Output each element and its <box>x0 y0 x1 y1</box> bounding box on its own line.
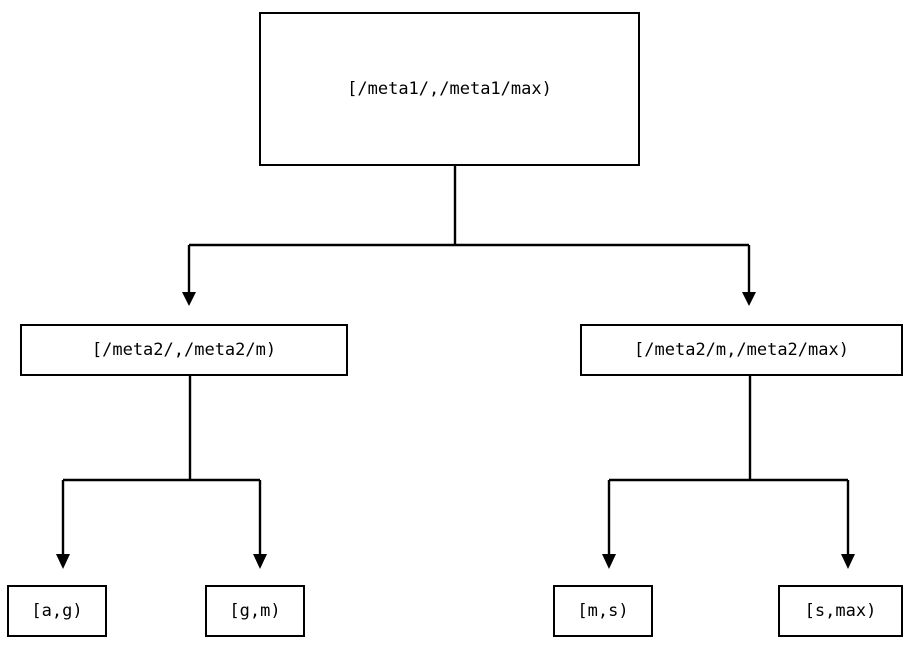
tree-node-leaf-s-max[interactable]: [s,max) <box>778 585 903 637</box>
tree-node-leaf-a-g[interactable]: [a,g) <box>7 585 107 637</box>
tree-node-mid-right[interactable]: [/meta2/m,/meta2/max) <box>580 324 903 376</box>
arrowhead-leaf-ag <box>56 554 70 569</box>
tree-node-mid-left[interactable]: [/meta2/,/meta2/m) <box>20 324 348 376</box>
arrowhead-leaf-smax <box>841 554 855 569</box>
arrowhead-leaf-ms <box>602 554 616 569</box>
arrowhead-mid-left <box>182 292 196 306</box>
arrowhead-leaf-gm <box>253 554 267 569</box>
arrowhead-mid-right <box>742 292 756 306</box>
tree-node-leaf-g-m[interactable]: [g,m) <box>205 585 305 637</box>
tree-node-leaf-m-s[interactable]: [m,s) <box>553 585 653 637</box>
tree-node-root[interactable]: [/meta1/,/meta1/max) <box>259 12 640 166</box>
